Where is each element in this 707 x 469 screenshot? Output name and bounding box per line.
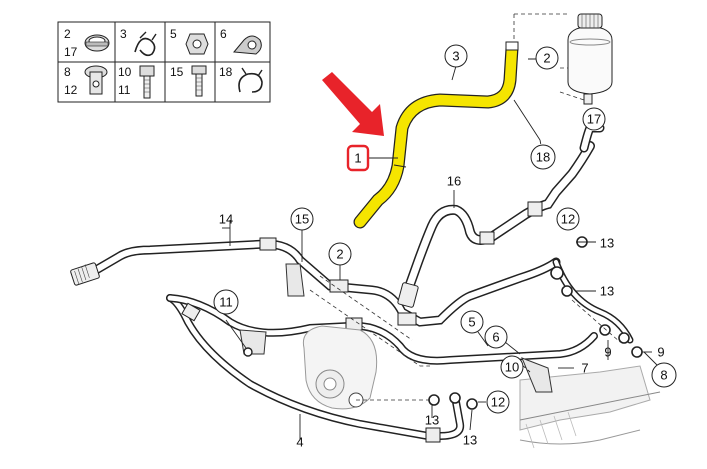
callout-label: 17 — [587, 112, 601, 127]
legend-cell-grommet[interactable]: 5 — [170, 27, 209, 55]
callout-part-8[interactable]: 8 — [651, 362, 677, 388]
callout-part-18[interactable]: 18 — [530, 144, 556, 170]
banjo-bolt-icon — [84, 65, 108, 95]
legend-label: 17 — [64, 45, 78, 59]
hose-clamp-icon — [84, 34, 110, 52]
spring-clip-icon — [134, 31, 157, 57]
callout-part-13-d[interactable]: 13 — [463, 433, 477, 448]
callout-label: 5 — [468, 315, 475, 330]
callout-part-12-bottom[interactable]: 12 — [486, 390, 510, 414]
callout-label: 9 — [657, 345, 664, 360]
callout-label: 1 — [354, 151, 361, 166]
callout-label: 15 — [295, 212, 309, 227]
callout-part-16[interactable]: 16 — [447, 174, 461, 189]
grommet-icon — [185, 33, 209, 55]
pressure-pipe-part-14[interactable] — [70, 237, 561, 327]
callout-part-11[interactable]: 11 — [213, 289, 239, 315]
bracket-part-10[interactable] — [239, 263, 553, 393]
parts-legend: 2 17 3 5 6 — [57, 21, 271, 103]
legend-label: 8 — [64, 65, 71, 79]
legend-label: 12 — [64, 83, 78, 97]
steering-gear[interactable] — [519, 365, 661, 449]
legend-label: 3 — [120, 27, 127, 41]
legend-label: 6 — [220, 27, 227, 41]
callout-part-5[interactable]: 5 — [460, 310, 484, 334]
callout-label: 13 — [463, 433, 477, 448]
callout-label: 16 — [447, 174, 461, 189]
callout-label: 4 — [296, 435, 303, 450]
pipe-clamp-icon — [233, 35, 262, 55]
legend-cell-hose-clip[interactable]: 18 — [219, 65, 263, 93]
callout-part-2-mid[interactable]: 2 — [328, 242, 352, 266]
callout-label: 13 — [425, 413, 439, 428]
return-pipe-part-4[interactable] — [166, 294, 598, 443]
callout-label: 10 — [505, 360, 519, 375]
callout-part-7[interactable]: 7 — [581, 361, 588, 376]
callout-label: 2 — [543, 51, 550, 66]
hose-part-16[interactable] — [397, 123, 605, 308]
callout-part-13-b[interactable]: 13 — [600, 284, 614, 299]
callout-part-10[interactable]: 10 — [500, 355, 524, 379]
callout-label: 13 — [600, 236, 614, 251]
callout-label: 7 — [581, 361, 588, 376]
steering-pump[interactable] — [302, 325, 378, 410]
legend-cell-spring-clip[interactable]: 3 — [120, 27, 157, 57]
callout-part-1-selected[interactable]: 1 — [346, 144, 370, 172]
legend-cell-pipe-clamp[interactable]: 6 — [220, 27, 262, 55]
callout-part-2-top[interactable]: 2 — [535, 46, 559, 70]
legend-cell-hose-clamp[interactable]: 2 17 — [64, 27, 110, 59]
callout-part-3[interactable]: 3 — [444, 44, 468, 68]
callout-part-4[interactable]: 4 — [296, 435, 303, 450]
legend-label: 18 — [219, 65, 233, 79]
callout-part-14[interactable]: 14 — [219, 212, 233, 227]
legend-label: 5 — [170, 27, 177, 41]
callout-label: 12 — [561, 212, 575, 227]
callout-label: 3 — [452, 49, 459, 64]
legend-cell-screw[interactable]: 15 — [170, 65, 207, 97]
legend-label: 15 — [170, 65, 184, 79]
callout-label: 18 — [536, 150, 550, 165]
callout-part-15[interactable]: 15 — [290, 207, 314, 231]
callout-label: 6 — [492, 330, 499, 345]
legend-label: 10 — [118, 65, 132, 79]
callout-label: 9 — [604, 345, 611, 360]
callout-label: 12 — [491, 395, 505, 410]
fluid-reservoir[interactable] — [567, 13, 613, 105]
callout-part-6[interactable]: 6 — [484, 325, 508, 349]
callout-label: 11 — [219, 295, 233, 310]
callout-part-9-a[interactable]: 9 — [604, 345, 611, 360]
callout-part-13-a[interactable]: 13 — [600, 236, 614, 251]
callout-label: 13 — [600, 284, 614, 299]
callout-label: 2 — [336, 247, 343, 262]
callout-part-17[interactable]: 17 — [582, 107, 606, 131]
legend-cell-banjo-bolt[interactable]: 8 12 — [64, 65, 108, 97]
seal-rings — [243, 236, 643, 410]
callout-part-9-b[interactable]: 9 — [657, 345, 664, 360]
legend-label: 11 — [118, 83, 131, 97]
callout-part-13-c[interactable]: 13 — [425, 413, 439, 428]
pipe-to-steering-gear[interactable] — [552, 258, 634, 344]
legend-cell-hex-bolt[interactable]: 10 11 — [118, 65, 155, 99]
screw-icon — [191, 65, 207, 97]
legend-label: 2 — [64, 27, 71, 41]
callout-part-12-top[interactable]: 12 — [556, 207, 580, 231]
callout-arrow-icon — [322, 72, 384, 136]
hex-bolt-icon — [139, 65, 155, 99]
callout-label: 14 — [219, 212, 233, 227]
highlighted-hose-part-1[interactable] — [353, 41, 519, 229]
callout-label: 8 — [660, 368, 667, 383]
hose-clip-icon — [238, 67, 263, 93]
